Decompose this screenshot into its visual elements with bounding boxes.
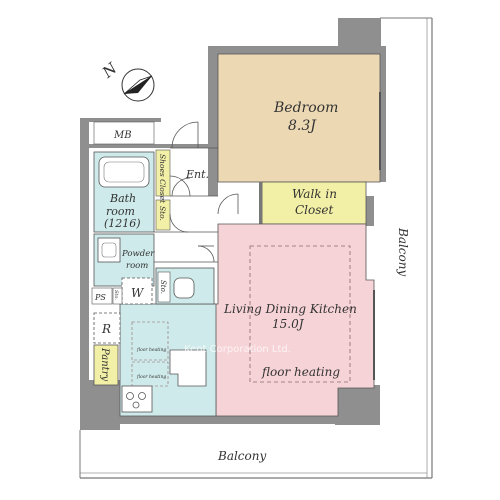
floor-heating-label: floor heating (261, 365, 340, 379)
balcony-right-area (380, 17, 433, 478)
pantry-floor (93, 344, 119, 386)
north-arrow-icon (121, 68, 155, 102)
bathtub (98, 156, 150, 188)
washer-space (121, 277, 153, 305)
shoes-closet-floor (155, 149, 171, 197)
pantry-label: Pantry (99, 347, 110, 381)
hall-lines (154, 121, 239, 263)
ent-label: Ent. (185, 168, 209, 181)
exterior-walls (80, 18, 386, 430)
floor-heating-zone (249, 245, 351, 383)
walk-in-closet-label-2: Closet (295, 203, 334, 217)
floor-heating-small-1 (131, 321, 169, 361)
washbasin (97, 237, 121, 263)
storage-2-label: Sto. (159, 280, 167, 294)
mb-space (93, 121, 155, 145)
small-storage-label: Sto. (113, 290, 119, 300)
balcony-bottom-area (79, 430, 432, 479)
bedroom-label: Bedroom (273, 100, 338, 116)
mb-label: MB (113, 130, 132, 141)
powder-room-label-2: room (126, 261, 148, 271)
small-storage (112, 287, 123, 305)
bedroom-size: 8.3J (288, 118, 317, 134)
ldk-label: Living Dining Kitchen (223, 302, 357, 316)
balcony-bottom-label: Balcony (217, 449, 266, 463)
kitchen-counter (169, 349, 207, 387)
shoes-closet-label: Shoes Closet (158, 154, 167, 204)
compass-label: N (98, 59, 121, 82)
refrigerator-label: R (101, 322, 111, 336)
bathroom-label-1: Bath (109, 192, 136, 205)
washer-label: W (131, 286, 145, 300)
bathroom-label-2: room (106, 205, 135, 218)
storage-1-label: Sto. (158, 206, 167, 221)
balcony-right-label: Balcony (396, 227, 410, 276)
floor-heating-small-label-1: floor heating (136, 347, 166, 353)
ldk-size: 15.0J (272, 317, 305, 331)
ps-label: PS (94, 293, 106, 302)
powder-room-label-1: Powder (121, 249, 155, 259)
watermark: Kent Corporation Ltd. (184, 344, 291, 355)
walk-in-closet-label-1: Walk in (292, 187, 337, 201)
floor-heating-small-label-2: floor heating (136, 374, 166, 380)
floor-heating-small-2 (131, 361, 169, 387)
toilet (173, 277, 195, 299)
bathroom-label-3: (1216) (104, 217, 141, 230)
refrigerator-space (93, 312, 121, 344)
ps-box (91, 287, 113, 305)
